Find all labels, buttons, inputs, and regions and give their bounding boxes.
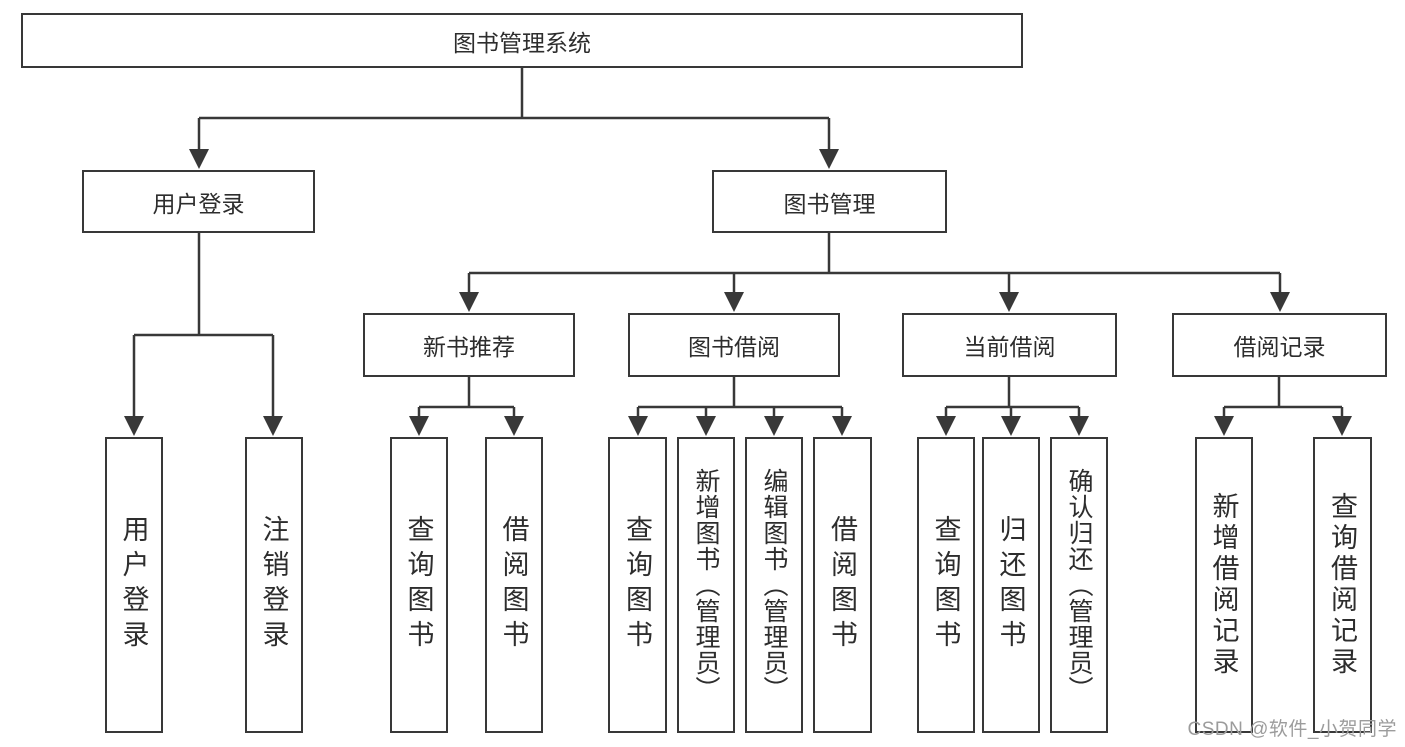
connector-line xyxy=(469,233,1280,275)
connector-line xyxy=(419,377,514,409)
leaf-label: 查询图书 xyxy=(930,515,961,655)
node-label: 借阅记录 xyxy=(1233,334,1326,360)
node-label: 用户登录 xyxy=(152,190,245,217)
leaf-label: 确认归还（管理员） xyxy=(1065,468,1093,702)
leaf-label: 查询图书 xyxy=(622,515,652,655)
leaf-confirm-return-admin: 确认归还（管理员） xyxy=(1050,437,1108,733)
leaf-return-book: 归还图书 xyxy=(982,437,1040,733)
connector-line xyxy=(1224,377,1342,409)
leaf-label: 借阅图书 xyxy=(827,515,857,655)
node-label: 新书推荐 xyxy=(423,334,515,360)
node-library-system: 图书管理系统 xyxy=(21,13,1023,68)
leaf-label: 注销登录 xyxy=(258,515,289,655)
leaf-label: 归还图书 xyxy=(995,515,1026,655)
leaf-user-login: 用户登录 xyxy=(105,437,163,733)
leaf-borrow-book: 借阅图书 xyxy=(813,437,872,733)
leaf-label: 用户登录 xyxy=(118,515,149,655)
node-user-login: 用户登录 xyxy=(82,170,315,233)
node-label: 图书管理 xyxy=(783,190,876,217)
connector-line xyxy=(134,233,273,337)
leaf-logout: 注销登录 xyxy=(245,437,303,733)
leaf-label: 编辑图书（管理员） xyxy=(760,468,788,702)
node-label: 图书借阅 xyxy=(688,334,780,360)
node-new-book-recommend: 新书推荐 xyxy=(363,313,575,377)
leaf-label: 查询图书 xyxy=(403,515,434,655)
leaf-query-book: 查询图书 xyxy=(390,437,448,733)
leaf-add-borrow-record: 新增借阅记录 xyxy=(1195,437,1253,733)
leaf-add-book-admin: 新增图书（管理员） xyxy=(677,437,735,733)
node-book-management: 图书管理 xyxy=(712,170,947,233)
leaf-query-borrow-record: 查询借阅记录 xyxy=(1313,437,1372,733)
node-current-borrowing: 当前借阅 xyxy=(902,313,1117,377)
connector-line xyxy=(946,377,1079,409)
node-book-borrowing: 图书借阅 xyxy=(628,313,840,377)
leaf-label: 新增借阅记录 xyxy=(1208,492,1239,678)
connector-line xyxy=(638,377,842,409)
connector-line xyxy=(199,68,829,120)
leaf-query-book: 查询图书 xyxy=(608,437,667,733)
node-borrowing-records: 借阅记录 xyxy=(1172,313,1387,377)
leaf-borrow-book: 借阅图书 xyxy=(485,437,543,733)
leaf-label: 借阅图书 xyxy=(498,515,529,655)
leaf-label: 新增图书（管理员） xyxy=(692,468,720,702)
csdn-watermark: CSDN @软件_小贺同学 xyxy=(1187,719,1397,740)
leaf-query-book: 查询图书 xyxy=(917,437,975,733)
leaf-label: 查询借阅记录 xyxy=(1327,492,1357,678)
node-label: 当前借阅 xyxy=(963,334,1056,360)
leaf-edit-book-admin: 编辑图书（管理员） xyxy=(745,437,803,733)
node-label: 图书管理系统 xyxy=(453,29,591,56)
